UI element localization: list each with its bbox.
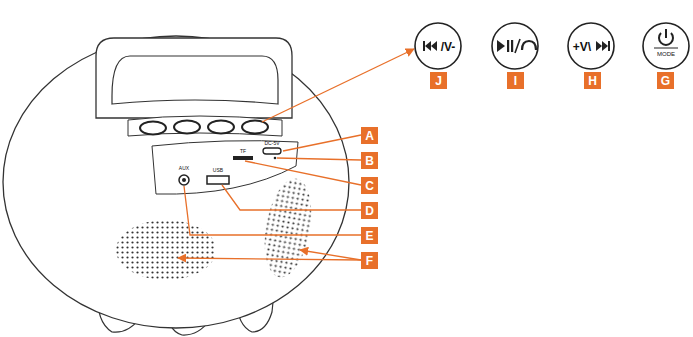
speaker-body (3, 36, 349, 328)
part-label: AUX (179, 166, 189, 171)
callout-letter: G (661, 75, 670, 87)
callout-letter: H (588, 75, 597, 87)
callout-letter: E (365, 230, 373, 242)
button-glyphs (423, 29, 678, 53)
callout-letter-box: D (361, 202, 378, 219)
part-label: /V- (441, 41, 456, 53)
callout-letter-box: J (430, 72, 447, 89)
callout-letter-box: A (361, 127, 378, 144)
part-label: +V\ (573, 41, 591, 53)
callout-letter-box: E (361, 227, 378, 244)
callout-letter: A (365, 130, 374, 142)
callout-letter-box: B (361, 152, 378, 169)
led-dot (274, 157, 277, 160)
callout-letter: I (514, 75, 517, 87)
callout-letter: B (365, 155, 374, 167)
tf-slot (233, 156, 253, 160)
speaker-grille (116, 220, 216, 280)
callout-letter-box: F (361, 252, 378, 269)
usb-port (207, 176, 229, 184)
part-label: TF (240, 149, 246, 154)
callout-letter: J (435, 75, 442, 87)
callout-letter-box: H (584, 72, 601, 89)
part-label: MODE (657, 51, 675, 57)
button-icons (415, 23, 689, 69)
callout-letter: D (365, 205, 374, 217)
callout-letter: C (365, 180, 374, 192)
button-strip (128, 116, 282, 136)
part-label: DC-5V (264, 141, 279, 146)
part-label: USB (213, 168, 223, 173)
leader-lines (178, 49, 414, 260)
speaker-handle (96, 38, 292, 118)
callout-letter-box: C (361, 177, 378, 194)
callout-letter-box: G (657, 72, 674, 89)
callout-letter: F (366, 255, 373, 267)
aux-jack (179, 175, 189, 185)
callout-letter-box: I (507, 72, 524, 89)
dc-port (263, 148, 281, 154)
speaker-grille (258, 175, 319, 281)
